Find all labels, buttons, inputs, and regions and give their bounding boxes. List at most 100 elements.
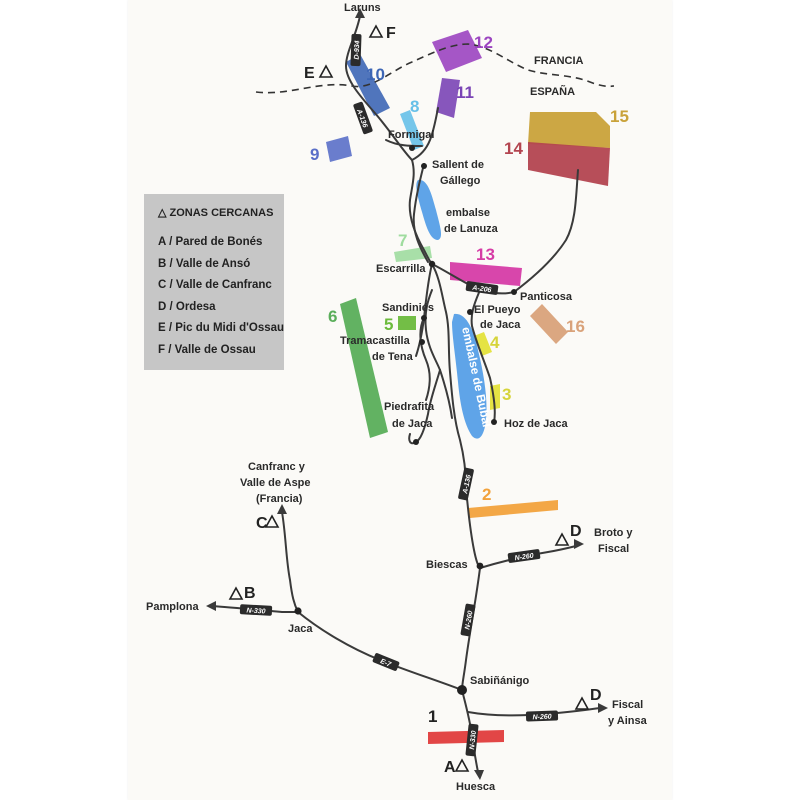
legend-box: △ ZONAS CERCANAS A / Pared de Bonés B / …	[144, 194, 284, 370]
zone-triangle-e-icon[interactable]	[318, 64, 334, 78]
badge-n260-south: N-260	[464, 610, 474, 630]
area-numbers: 1 2 3 4 5 6 7 8 9 10 11 12 13 14 15 16	[310, 33, 629, 726]
area-number-5: 5	[384, 315, 393, 334]
embalse-bubal-lake[interactable]	[452, 313, 487, 439]
zone-triangle-d1-icon[interactable]	[554, 532, 570, 546]
road-badges: D-934 A-136 A-206 A-136 N-260 N-330 E-7	[239, 33, 559, 757]
road-e7	[297, 611, 463, 691]
legend-item-d[interactable]: D / Ordesa	[158, 300, 216, 313]
zone-triangle-f-icon[interactable]	[368, 24, 384, 38]
road-piedrafita	[408, 369, 441, 445]
badge-n330-west: N-330	[246, 608, 266, 616]
arrow-fiscal	[598, 703, 608, 713]
area-9[interactable]	[326, 136, 352, 162]
label-huesca: Huesca	[456, 781, 496, 793]
zone-letter-f: F	[386, 25, 396, 42]
dot-sabinanigo[interactable]	[457, 685, 467, 695]
embalse-lanuza-lake[interactable]	[416, 179, 442, 240]
label-escarrilla: Escarrilla	[376, 263, 426, 275]
dot-tramacastilla[interactable]	[419, 339, 425, 345]
label-sallent-1: Sallent de	[432, 159, 484, 171]
dot-sallent[interactable]	[421, 163, 427, 169]
badge-e7: E-7	[379, 658, 393, 669]
road-valley-west	[412, 163, 429, 263]
area-number-7: 7	[398, 231, 407, 250]
area-1[interactable]	[428, 730, 504, 744]
legend-item-f[interactable]: F / Valle de Ossau	[158, 343, 256, 356]
road-n260-south	[461, 567, 481, 691]
area-number-11: 11	[456, 83, 474, 102]
label-tramacastilla-2: de Tena	[372, 351, 414, 363]
area-8[interactable]	[400, 110, 424, 150]
dot-hoz[interactable]	[491, 419, 497, 425]
badge-d934: D-934	[354, 40, 362, 59]
road-sallent-branch	[411, 107, 439, 161]
area-number-12: 12	[474, 33, 493, 52]
label-canfranc-3: (Francia)	[256, 493, 303, 505]
area-5[interactable]	[398, 316, 416, 330]
label-espana: ESPAÑA	[530, 85, 575, 98]
area-15[interactable]	[528, 112, 610, 148]
area-number-3: 3	[502, 385, 511, 404]
zone-letter-a: A	[444, 759, 456, 776]
zone-triangle-b-icon[interactable]	[228, 586, 244, 600]
legend-item-e[interactable]: E / Pic du Midi d'Ossau	[158, 322, 285, 334]
legend-item-a[interactable]: A / Pared de Bonés	[158, 236, 263, 248]
arrow-huesca	[474, 770, 484, 780]
dot-panticosa[interactable]	[511, 289, 517, 295]
label-pueyo-1: El Pueyo	[474, 304, 521, 316]
zone-letter-d1: D	[570, 523, 582, 540]
zone-letter-e: E	[304, 65, 315, 82]
roads	[211, 15, 601, 773]
dot-sandinies[interactable]	[421, 315, 427, 321]
area-6[interactable]	[340, 298, 388, 438]
zone-letter-c: C	[256, 515, 268, 532]
dot-formigal[interactable]	[409, 145, 415, 151]
label-broto-2: Fiscal	[598, 543, 629, 555]
zone-triangle-d2-icon[interactable]	[574, 696, 590, 710]
zone-markers: E F C B D D A	[228, 24, 602, 776]
label-canfranc-1: Canfranc y	[248, 461, 306, 473]
town-dots	[294, 145, 517, 695]
label-sandinies: Sandiniés	[382, 302, 434, 314]
area-12[interactable]	[432, 30, 482, 72]
label-hoz: Hoz de Jaca	[504, 418, 568, 430]
zone-letter-b: B	[244, 585, 256, 602]
road-tena-west	[424, 289, 441, 371]
dot-biescas[interactable]	[476, 562, 484, 570]
label-sallent-2: Gállego	[440, 175, 481, 187]
zone-triangle-c-icon[interactable]	[264, 514, 280, 528]
place-labels: Laruns Formigal Sallent de Gállego embal…	[146, 2, 648, 793]
arrow-pamplona	[206, 601, 216, 611]
area-16[interactable]	[530, 304, 568, 344]
label-biescas: Biescas	[426, 559, 468, 571]
dot-escarrilla[interactable]	[428, 260, 436, 268]
area-number-8: 8	[410, 97, 419, 116]
arrow-laruns	[355, 8, 365, 18]
france-spain-border	[255, 43, 615, 94]
area-4[interactable]	[474, 332, 492, 356]
area-2[interactable]	[468, 500, 558, 518]
area-11[interactable]	[436, 78, 460, 118]
area-number-1: 1	[428, 707, 437, 726]
dot-jaca[interactable]	[294, 607, 302, 615]
legend-item-c[interactable]: C / Valle de Canfranc	[158, 279, 272, 291]
zone-triangle-a-icon[interactable]	[454, 758, 470, 772]
area-number-14: 14	[504, 139, 523, 158]
badge-a136-north: A-136	[355, 107, 368, 128]
road-arrows	[206, 8, 608, 780]
dot-piedrafita[interactable]	[413, 439, 419, 445]
road-a136-mid	[431, 263, 467, 489]
label-lanuza-1: embalse	[446, 207, 490, 219]
badge-a206: A-206	[471, 285, 492, 295]
label-piedrafita-2: de Jaca	[392, 418, 433, 430]
label-panticosa: Panticosa	[520, 291, 573, 303]
area-14[interactable]	[528, 142, 610, 186]
arrow-canfranc	[277, 504, 287, 514]
label-tramacastilla-1: Tramacastilla	[340, 335, 411, 347]
area-13[interactable]	[450, 262, 522, 286]
legend-item-b[interactable]: B / Valle de Ansó	[158, 257, 251, 270]
road-east-lake	[470, 289, 496, 423]
dot-pueyo[interactable]	[467, 309, 473, 315]
